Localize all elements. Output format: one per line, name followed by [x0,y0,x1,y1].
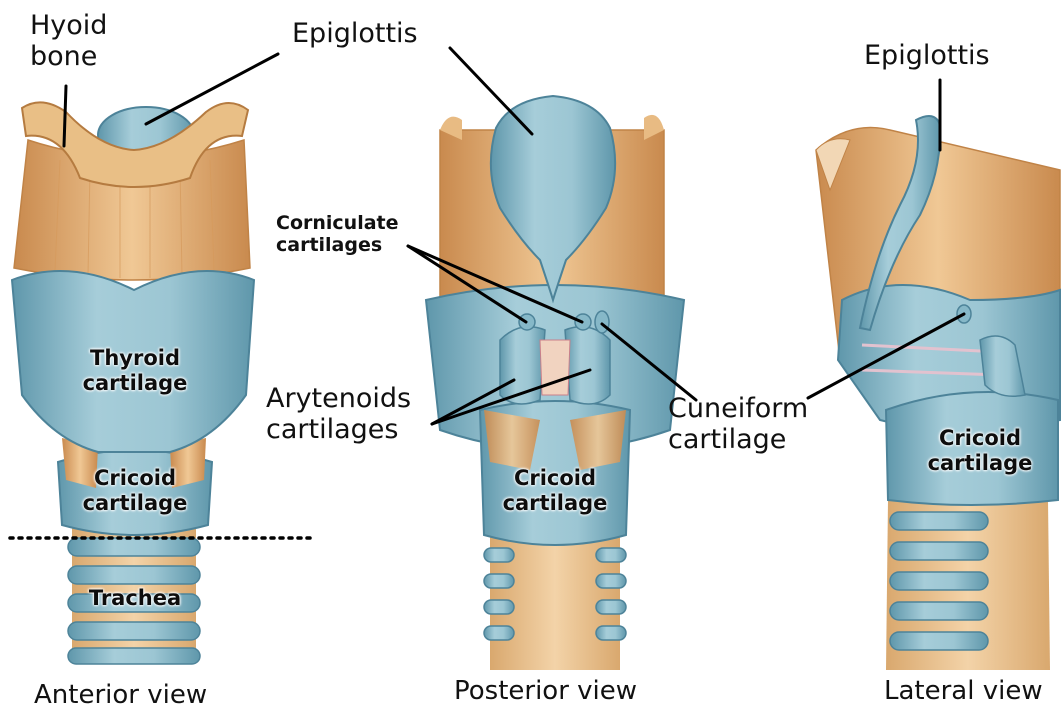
arytenoids-label-line2: cartilages [266,414,411,445]
thyroid-label-line2: cartilage [70,371,200,396]
hyoid-bone-label: Hyoid bone [30,10,107,72]
arytenoids-label: Arytenoids cartilages [266,383,411,445]
thyroid-label-line1: Thyroid [70,346,200,371]
lateral-view-caption: Lateral view [884,676,1043,706]
thyroid-cartilage-label: Thyroid cartilage [70,346,200,396]
cricoid-lateral-label: Cricoid cartilage [915,426,1045,476]
cricoid-anterior-label: Cricoid cartilage [70,466,200,516]
corniculate-label: Corniculate cartilages [276,213,399,257]
posterior-cricoarytenoid-right [570,410,626,470]
cuneiform-label-line1: Cuneiform [668,393,808,424]
epiglottis-lateral-label: Epiglottis [864,40,990,71]
posterior-arytenoid-right [565,327,610,404]
lateral-larynx [816,116,1060,670]
cricoid-posterior-line1: Cricoid [490,466,620,491]
cricoid-posterior-label: Cricoid cartilage [490,466,620,516]
arytenoids-label-line1: Arytenoids [266,383,411,414]
posterior-cricoarytenoid-left [484,410,540,470]
trachea-label: Trachea [70,586,200,611]
corniculate-label-line2: cartilages [276,235,399,257]
cricoid-anterior-line2: cartilage [70,491,200,516]
cricoid-lateral-line1: Cricoid [915,426,1045,451]
cuneiform-label-line2: cartilage [668,424,808,455]
cricoid-lateral-line2: cartilage [915,451,1045,476]
cuneiform-label: Cuneiform cartilage [668,393,808,455]
posterior-view-caption: Posterior view [454,676,637,706]
epiglottis-anterior-label: Epiglottis [292,18,418,49]
corniculate-label-line1: Corniculate [276,213,399,235]
hyoid-label-line2: bone [30,41,107,72]
leader-hyoid [64,86,66,146]
cricoid-posterior-line2: cartilage [490,491,620,516]
hyoid-label-line1: Hyoid [30,10,107,41]
cricoid-anterior-line1: Cricoid [70,466,200,491]
leader-epiglottis-posterior [450,48,532,134]
anterior-view-caption: Anterior view [34,680,207,710]
